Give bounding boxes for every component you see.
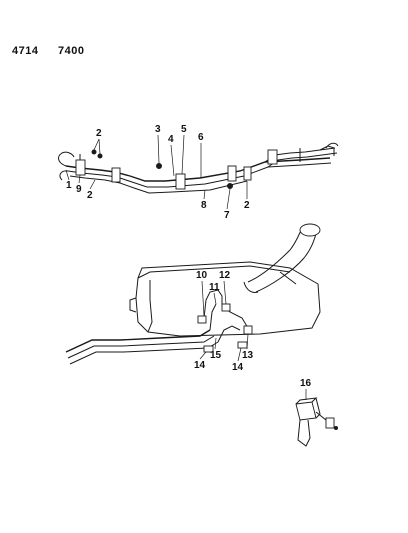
callout-5: 5 [181, 124, 187, 135]
callout-16: 16 [300, 378, 312, 389]
fuel-tank-assembly [65, 223, 321, 365]
callout-10: 10 [196, 270, 208, 281]
tube-clamp-front [75, 159, 86, 176]
callout-7: 7 [224, 210, 230, 221]
callout-2-left: 2 [87, 190, 93, 201]
filler-neck-opening [299, 223, 321, 237]
part-16-sender-unit [295, 397, 338, 447]
lower-callouts: 10 12 11 15 13 14 14 [194, 270, 254, 373]
callout-2-top: 2 [96, 128, 102, 139]
tube-clamp-3 [175, 173, 186, 190]
hose-clamp-12 [221, 303, 231, 312]
sender-connector [325, 417, 335, 429]
hose-clamp-10 [197, 315, 207, 324]
callout-4: 4 [168, 134, 174, 145]
callout-12: 12 [219, 270, 231, 281]
sender-pin [334, 426, 338, 430]
callout-15: 15 [210, 350, 222, 361]
diagram-code-left: 4714 [12, 45, 39, 57]
callout-11: 11 [209, 282, 220, 293]
bolt-3 [156, 163, 162, 169]
bolt-2a [91, 149, 97, 155]
upper-callouts: 2 3 4 5 6 1 9 2 8 7 2 [65, 124, 250, 221]
callout-6: 6 [198, 132, 204, 143]
callout-14-left: 14 [194, 360, 206, 371]
callout-3: 3 [155, 124, 161, 135]
hose-13 [243, 325, 253, 335]
hose-14-left [203, 345, 214, 353]
callout-1: 1 [66, 180, 72, 191]
upper-fuel-line-assembly [58, 142, 339, 194]
tube-clamp-rear [267, 149, 278, 165]
callout-8: 8 [201, 200, 207, 211]
tube-clamp-4 [227, 165, 237, 182]
tube-clamp-2 [111, 167, 121, 183]
bolt-7 [227, 183, 233, 189]
bolt-2b [97, 153, 103, 159]
tube-clamp-5 [243, 166, 252, 181]
callout-9: 9 [76, 184, 82, 195]
hose-14-right [237, 341, 248, 349]
callout-2-right: 2 [244, 200, 250, 211]
callout-13: 13 [242, 350, 254, 361]
diagram-code-right: 7400 [58, 45, 84, 57]
callout-14-right: 14 [232, 362, 244, 373]
